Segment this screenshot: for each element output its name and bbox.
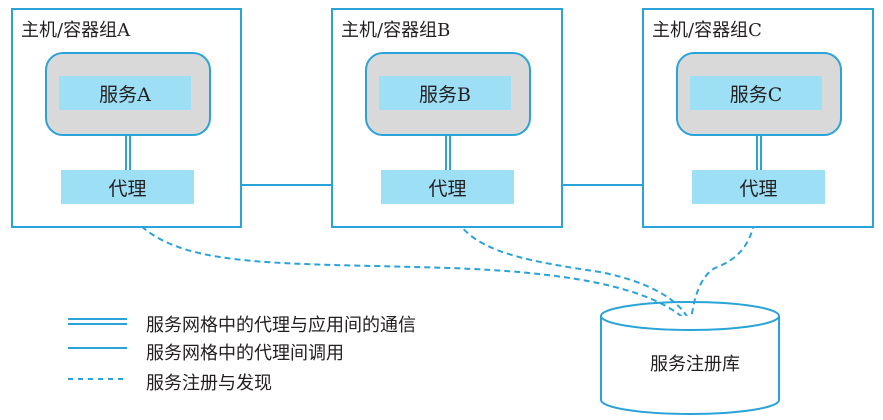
service-box: 服务A — [59, 76, 191, 110]
proxy-box: 代理 — [692, 170, 825, 204]
host-label: 主机/容器组B — [341, 20, 451, 41]
host-group-b: 主机/容器组B 服务B 代理 — [331, 8, 563, 228]
host-label: 主机/容器组A — [21, 20, 131, 41]
app-proxy-double-line — [756, 136, 762, 170]
service-box: 服务C — [690, 76, 822, 110]
service-container: 服务C — [676, 52, 842, 136]
discovery-line-b — [449, 202, 691, 323]
service-container: 服务B — [365, 52, 531, 136]
registry-cylinder — [600, 301, 780, 415]
discovery-line-a — [122, 202, 689, 323]
app-proxy-double-line — [125, 136, 131, 170]
registry-label: 服务注册库 — [650, 354, 740, 375]
legend-label-dashed: 服务注册与发现 — [146, 373, 272, 394]
app-proxy-double-line — [445, 136, 451, 170]
host-label: 主机/容器组C — [652, 20, 762, 41]
proxy-box: 代理 — [381, 170, 514, 204]
legend-label-solid: 服务网格中的代理间调用 — [146, 343, 344, 364]
host-group-c: 主机/容器组C 服务C 代理 — [642, 8, 874, 228]
host-group-a: 主机/容器组A 服务A 代理 — [11, 8, 242, 228]
legend-swatch-double — [68, 318, 127, 325]
service-box: 服务B — [379, 76, 511, 110]
proxy-box: 代理 — [61, 170, 194, 204]
service-container: 服务A — [45, 52, 211, 136]
legend-label-double: 服务网格中的代理与应用间的通信 — [146, 315, 416, 336]
